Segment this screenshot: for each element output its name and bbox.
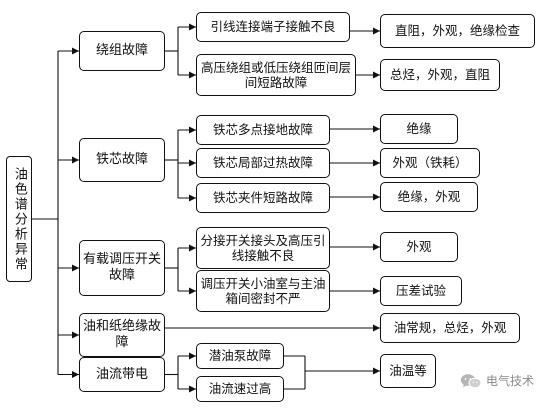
- cause-oil-chamber-seal: 调压开关小油室与主油箱间密封不严: [196, 270, 330, 312]
- arrowhead: [72, 156, 79, 164]
- cause-label: 分接开关接头及高压引线接触不良: [200, 232, 326, 263]
- arrowhead: [373, 367, 380, 375]
- category-oil-paper-insulation-fault: 油和纸绝缘故障: [79, 313, 165, 357]
- check-label: 总烃，外观，直阻: [389, 67, 490, 83]
- check-label: 绝缘，外观: [397, 189, 461, 205]
- check-label: 直阻，外观，绝缘检查: [394, 23, 520, 39]
- cause-label: 铁芯局部过热故障: [212, 155, 313, 171]
- cause-label: 铁芯夹件短路故障: [212, 190, 313, 206]
- category-label: 绕组故障: [95, 43, 148, 59]
- check-label: 绝缘: [406, 121, 432, 137]
- arrowhead: [189, 71, 196, 79]
- arrowhead: [373, 243, 380, 251]
- category-label: 油流带电: [95, 366, 148, 382]
- check-label: 油常规，总烃，外观: [393, 320, 507, 336]
- cause-label: 铁芯多点接地故障: [212, 122, 313, 138]
- check-label: 油温等: [389, 363, 427, 379]
- cause-label: 高压绕组或低压绕组匝间层间短路故障: [200, 59, 351, 90]
- arrowhead: [72, 371, 79, 378]
- arrowhead: [373, 125, 380, 133]
- check-label: 压差试验: [395, 283, 446, 299]
- cause-lead-terminal-contact: 引线连接端子接触不良: [196, 12, 350, 42]
- cause-core-local-overheat: 铁芯局部过热故障: [196, 148, 330, 178]
- check-box: 绝缘: [380, 114, 458, 144]
- arrowhead: [72, 331, 79, 339]
- cause-label: 引线连接端子接触不良: [210, 19, 336, 35]
- check-label: 外观（铁耗）: [392, 155, 468, 171]
- cause-winding-turn-short: 高压绕组或低压绕组匝间层间短路故障: [196, 54, 356, 96]
- check-label: 外观: [406, 239, 432, 255]
- arrowhead: [373, 324, 380, 332]
- cause-oil-flow-speed: 油流速过高: [196, 376, 284, 402]
- root-node: 油色谱分析异常: [6, 156, 32, 282]
- wechat-icon: [460, 373, 482, 388]
- cause-label: 潜油泵故障: [208, 348, 272, 364]
- watermark: 电气技术: [460, 372, 534, 389]
- arrowhead: [189, 244, 196, 252]
- check-box: 油常规，总烃，外观: [380, 313, 520, 343]
- arrowhead: [373, 71, 380, 79]
- category-tap-changer-fault: 有载调压开关故障: [79, 240, 165, 296]
- check-box: 油温等: [380, 354, 436, 388]
- check-box: 直阻，外观，绝缘检查: [380, 14, 535, 48]
- cause-label: 调压开关小油室与主油箱间密封不严: [200, 275, 326, 306]
- arrowhead: [189, 126, 196, 134]
- cause-core-multipoint-ground: 铁芯多点接地故障: [196, 115, 330, 145]
- arrowhead: [72, 47, 79, 55]
- check-box: 压差试验: [380, 276, 462, 306]
- category-winding-fault: 绕组故障: [79, 31, 165, 71]
- arrowhead: [189, 23, 196, 31]
- root-label: 油色谱分析异常: [11, 166, 27, 272]
- arrowhead: [189, 159, 196, 167]
- arrowhead: [189, 385, 196, 393]
- arrowhead: [373, 287, 380, 295]
- category-label: 铁芯故障: [95, 152, 148, 168]
- arrowhead: [72, 264, 79, 272]
- cause-submersible-pump: 潜油泵故障: [196, 343, 284, 369]
- arrowhead: [373, 27, 380, 35]
- arrowhead: [189, 194, 196, 202]
- arrowhead: [189, 287, 196, 295]
- check-box: 绝缘，外观: [380, 182, 478, 212]
- cause-core-clamp-short: 铁芯夹件短路故障: [196, 183, 330, 213]
- arrowhead: [189, 352, 196, 360]
- category-oil-flow-electrification: 油流带电: [79, 357, 165, 392]
- check-box: 外观: [380, 232, 458, 262]
- check-box: 总烃，外观，直阻: [380, 59, 500, 91]
- arrowhead: [373, 159, 380, 167]
- watermark-text: 电气技术: [486, 374, 535, 388]
- cause-label: 油流速过高: [208, 381, 272, 397]
- category-core-fault: 铁芯故障: [79, 138, 165, 182]
- category-label: 油和纸绝缘故障: [82, 319, 161, 350]
- check-box: 外观（铁耗）: [380, 148, 480, 178]
- category-label: 有载调压开关故障: [82, 252, 161, 283]
- cause-tap-contact: 分接开关接头及高压引线接触不良: [196, 227, 330, 269]
- arrowhead: [373, 193, 380, 201]
